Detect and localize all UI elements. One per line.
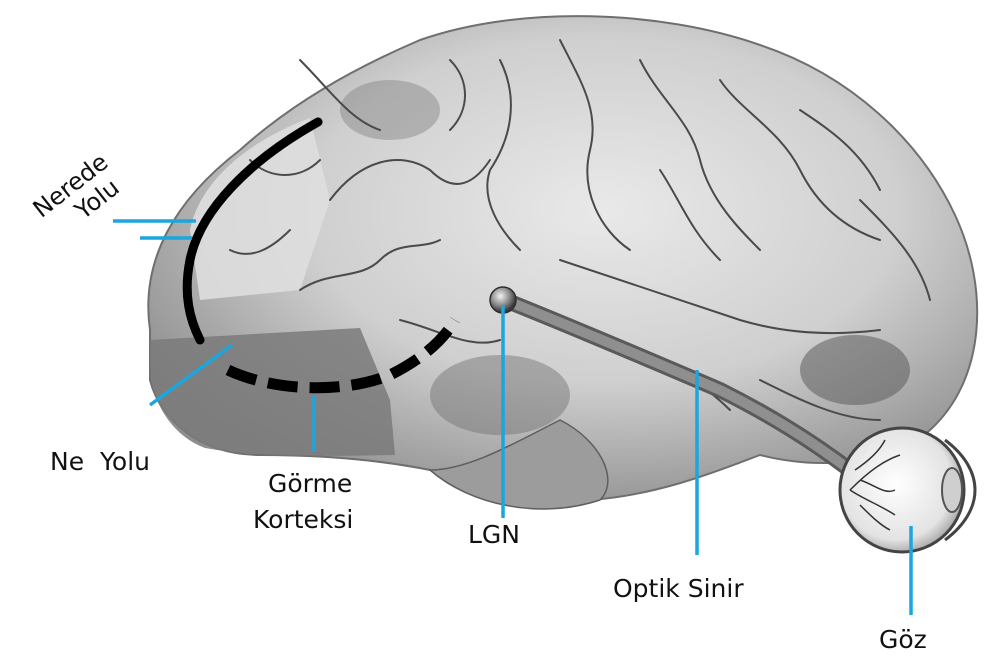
- where-pathway-label: Nerede Yolu: [28, 148, 130, 245]
- eye-label: Göz: [879, 625, 927, 654]
- lens: [942, 468, 962, 512]
- eye-illustration: [840, 428, 975, 552]
- parietal-shade: [340, 80, 440, 140]
- brain-illustration: [148, 16, 977, 509]
- occipital-lobe-shade: [150, 328, 395, 456]
- optic-nerve-label: Optik Sinir: [613, 574, 744, 603]
- inner-temporal-shade: [430, 355, 570, 435]
- visual-cortex-label-line1: Görme: [268, 469, 352, 498]
- temporal-shade: [800, 335, 910, 405]
- lgn-label: LGN: [468, 520, 520, 549]
- visual-cortex-label-line2: Korteksi: [253, 505, 353, 534]
- what-pathway-label: Ne Yolu: [50, 447, 150, 476]
